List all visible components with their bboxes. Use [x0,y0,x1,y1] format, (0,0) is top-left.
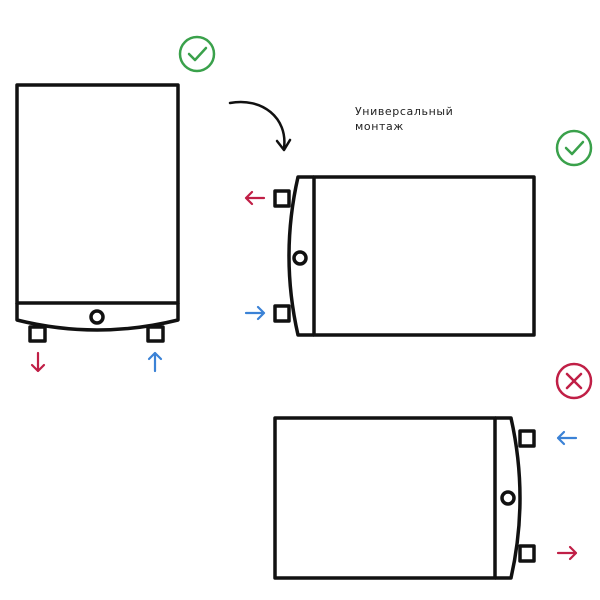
horizontal-heater-right-cap [495,416,522,580]
universal-mount-caption: Универсальный монтаж [355,104,453,134]
horizontal-heater-left [273,175,536,337]
vertical-outlet-arrow [30,351,46,373]
vertical-heater [15,83,180,343]
caption-line-1: Универсальный [355,105,454,118]
vertical-heater-body [15,83,180,305]
horizontal-heater-left-pipe-top [273,189,291,208]
horizontal-left-outlet-arrow [244,190,266,206]
horizontal-heater-right-pipe-top [518,429,536,448]
check-circle-icon [178,35,216,73]
horizontal-heater-left-indicator [292,250,308,266]
vertical-heater-bottom-cap [15,303,180,332]
vertical-inlet-arrow [147,351,163,373]
horizontal-heater-right-body [273,416,497,580]
check-circle-icon [555,129,593,167]
horizontal-right-outlet-arrow [556,545,578,561]
curved-arrow-icon [228,100,292,152]
vertical-heater-indicator [89,309,105,325]
horizontal-heater-right-indicator [500,490,516,506]
horizontal-heater-left-pipe-bottom [273,304,291,323]
x-circle-icon [555,362,593,400]
vertical-heater-pipe-right [146,325,165,343]
horizontal-heater-right [273,416,536,580]
horizontal-heater-left-body [312,175,536,337]
vertical-heater-pipe-left [28,325,47,343]
horizontal-right-inlet-arrow [556,430,578,446]
caption-line-2: монтаж [355,120,404,133]
horizontal-heater-left-cap [287,175,314,337]
horizontal-left-inlet-arrow [244,305,266,321]
horizontal-heater-right-pipe-bottom [518,544,536,563]
